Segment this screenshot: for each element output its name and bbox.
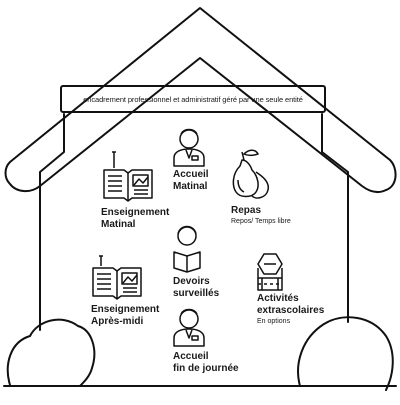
label-sub: En options (257, 318, 291, 325)
label-line1: Enseignement (91, 304, 160, 315)
open-book-icon (103, 151, 153, 202)
roof-outline (4, 7, 397, 194)
label-line2: surveillés (173, 288, 220, 299)
label-line2: Après-midi (91, 316, 144, 327)
label-sub: Repos/ Temps libre (231, 218, 291, 225)
bush-right (297, 316, 394, 391)
label-line1: Accueil (173, 351, 209, 362)
label-accueil-matinal: Accueil Matinal (173, 169, 209, 193)
banner: encadrement professionnel et administrat… (61, 86, 325, 112)
label-repas: Repas Repos/ Temps libre (231, 205, 291, 226)
label-enseignement-apres-midi: Enseignement Après-midi (91, 304, 159, 328)
bush-left (6, 318, 96, 387)
label-line2: Matinal (101, 219, 136, 230)
label-line2: fin de journée (173, 363, 239, 374)
label-line1: Devoirs (173, 276, 210, 287)
house-walls (39, 113, 349, 331)
open-book-icon (92, 255, 142, 300)
banner-board (60, 85, 326, 113)
pears-icon (232, 149, 270, 199)
label-accueil-fin-de-journee: Accueil fin de journée (173, 351, 239, 375)
label-devoirs-surveilles: Devoirs surveillés (173, 276, 219, 300)
banner-text: encadrement professionnel et administrat… (83, 94, 303, 104)
label-line2: Matinal (173, 181, 208, 192)
label-line1: Enseignement (101, 207, 170, 218)
label-line1: Activités (257, 293, 299, 304)
label-line1: Repas (231, 205, 262, 216)
reading-child-icon (173, 225, 201, 273)
staff-person-icon (173, 128, 205, 167)
label-line2: extrascolaires (257, 305, 325, 316)
staff-person-icon (173, 308, 205, 347)
label-line1: Accueil (173, 169, 209, 180)
label-enseignement-matinal: Enseignement Matinal (101, 207, 169, 231)
blocks-icon (257, 253, 283, 291)
label-activites-extrascolaires: Activités extrascolaires En options (257, 293, 324, 326)
